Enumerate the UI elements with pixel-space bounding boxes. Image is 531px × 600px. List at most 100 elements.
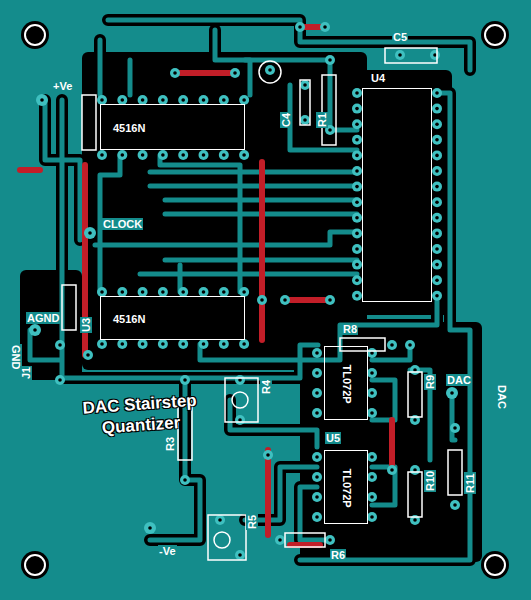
drill-hole bbox=[355, 154, 359, 158]
solder-pad bbox=[367, 368, 377, 378]
trimpot-wiper bbox=[232, 392, 248, 408]
drill-hole bbox=[161, 290, 165, 294]
silkscreen-label: R5 bbox=[246, 514, 258, 530]
trimpot-wiper bbox=[214, 532, 230, 548]
solder-pad bbox=[367, 452, 377, 462]
solder-pad bbox=[432, 228, 442, 238]
solder-pad bbox=[367, 492, 377, 502]
solder-pad bbox=[352, 228, 362, 238]
solder-pad bbox=[387, 340, 397, 350]
top-layer-trace bbox=[259, 162, 265, 340]
solder-pad bbox=[367, 408, 377, 418]
solder-pad bbox=[410, 465, 420, 475]
copper-trace bbox=[300, 93, 470, 560]
drill-hole bbox=[181, 290, 185, 294]
drill-hole bbox=[355, 107, 359, 111]
silkscreen-label: R4 bbox=[260, 379, 272, 395]
solder-pad bbox=[55, 375, 65, 385]
solder-pad bbox=[295, 22, 305, 32]
trace-clearance bbox=[245, 467, 317, 520]
mounting-hole-ring bbox=[485, 25, 505, 45]
solder-pad bbox=[235, 550, 245, 560]
solder-pad bbox=[158, 339, 168, 349]
drill-hole bbox=[315, 475, 319, 479]
drill-hole bbox=[141, 98, 145, 102]
silkscreen-label: C5 bbox=[392, 31, 408, 43]
solder-pad bbox=[235, 415, 245, 425]
top-layer-trace bbox=[20, 167, 40, 173]
drill-hole bbox=[370, 495, 374, 499]
silkscreen-label: DAC bbox=[446, 374, 472, 386]
copper-trace bbox=[128, 60, 133, 95]
solder-pad bbox=[312, 452, 322, 462]
ic-package: U4 bbox=[362, 88, 432, 302]
solder-pad bbox=[215, 515, 225, 525]
solder-pad bbox=[180, 475, 190, 485]
solder-pad bbox=[450, 423, 460, 433]
drill-hole bbox=[315, 411, 319, 415]
drill-hole bbox=[100, 98, 104, 102]
silkscreen-label: R3 bbox=[164, 436, 176, 452]
solder-pad bbox=[199, 150, 209, 160]
drill-hole bbox=[222, 98, 226, 102]
drill-hole bbox=[283, 298, 287, 302]
drill-hole bbox=[435, 263, 439, 267]
trace-clearance bbox=[300, 487, 330, 540]
drill-hole bbox=[40, 98, 44, 102]
resistor-outline bbox=[322, 75, 336, 145]
trace-clearance bbox=[200, 297, 437, 360]
drill-hole bbox=[260, 298, 264, 302]
trimpot-outline bbox=[225, 378, 258, 422]
copper-trace bbox=[150, 184, 357, 189]
solder-pad bbox=[352, 104, 362, 114]
drill-hole bbox=[181, 153, 185, 157]
drill-hole bbox=[370, 475, 374, 479]
drill-hole bbox=[88, 231, 92, 235]
drill-hole bbox=[323, 25, 327, 29]
solder-pad bbox=[352, 260, 362, 270]
solder-pad bbox=[352, 291, 362, 301]
silkscreen-label: AGND bbox=[26, 312, 60, 324]
silkscreen-label: R6 bbox=[330, 549, 346, 561]
solder-pad bbox=[432, 260, 442, 270]
copper-trace bbox=[160, 155, 240, 292]
solder-pad bbox=[352, 182, 362, 192]
solder-pad bbox=[432, 119, 442, 129]
drill-hole bbox=[435, 200, 439, 204]
solder-pad bbox=[219, 150, 229, 160]
ic-designator: U4 bbox=[371, 72, 385, 84]
solder-pad bbox=[235, 375, 245, 385]
drill-hole bbox=[370, 515, 374, 519]
drill-hole bbox=[355, 122, 359, 126]
electrolytic-capacitor bbox=[259, 61, 281, 83]
drill-hole bbox=[266, 453, 270, 457]
ic-package: TL072P bbox=[324, 346, 368, 420]
solder-pad bbox=[170, 68, 180, 78]
drill-hole bbox=[238, 553, 242, 557]
drill-hole bbox=[222, 290, 226, 294]
drill-hole bbox=[355, 138, 359, 142]
drill-hole bbox=[413, 418, 417, 422]
drill-hole bbox=[303, 118, 307, 122]
copper-trace bbox=[200, 297, 437, 360]
drill-hole bbox=[218, 518, 222, 522]
drill-hole bbox=[328, 538, 332, 542]
drill-hole bbox=[355, 169, 359, 173]
silkscreen-label: R11 bbox=[464, 472, 476, 494]
capacitor-outline bbox=[82, 95, 96, 150]
drill-hole bbox=[435, 247, 439, 251]
drill-hole bbox=[328, 298, 332, 302]
drill-hole bbox=[298, 25, 302, 29]
silkscreen-label: J1 bbox=[20, 366, 32, 380]
solder-pad bbox=[117, 339, 127, 349]
solder-pad bbox=[352, 135, 362, 145]
top-layer-trace bbox=[175, 70, 235, 76]
solder-pad bbox=[265, 65, 275, 75]
drill-hole bbox=[435, 107, 439, 111]
isolation-region bbox=[340, 70, 452, 315]
solder-pad bbox=[325, 55, 335, 65]
solder-pad bbox=[432, 197, 442, 207]
drill-hole bbox=[355, 278, 359, 282]
